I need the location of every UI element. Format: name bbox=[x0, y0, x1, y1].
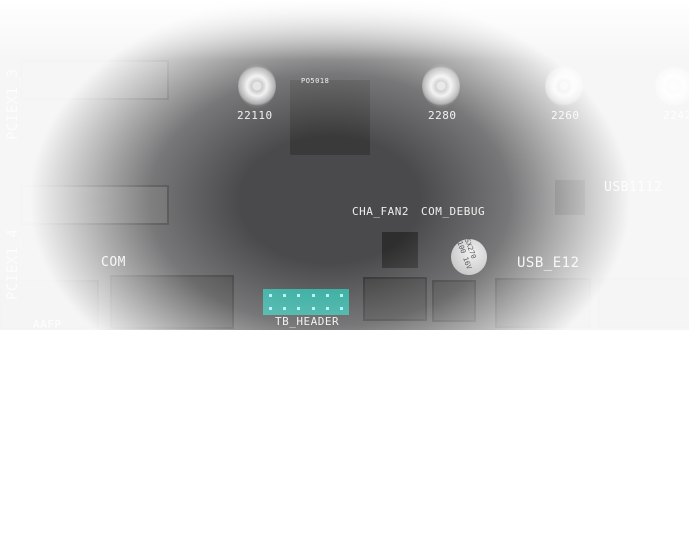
pcie-slot-3 bbox=[20, 60, 169, 100]
chip bbox=[290, 80, 370, 155]
m2-standoff-2242 bbox=[655, 64, 689, 108]
cha-fan2-label: CHA_FAN2 bbox=[352, 205, 409, 218]
com-debug-header bbox=[432, 280, 476, 322]
m2-22110-label: 22110 bbox=[237, 109, 273, 122]
com-debug-label: COM_DEBUG bbox=[421, 205, 486, 218]
motherboard-image: SX270 100 16V PO5018 22110 2280 2260 224… bbox=[0, 0, 689, 330]
pciex1-3-label: PCIEX1_3 bbox=[5, 68, 21, 140]
m2-2242-label: 2242 bbox=[663, 109, 689, 122]
capacitor: SX270 100 16V bbox=[445, 233, 493, 281]
m2-standoff-22110 bbox=[238, 64, 276, 108]
usb1112-header bbox=[598, 278, 689, 328]
cha-fan2-header bbox=[363, 277, 427, 321]
m2-2280-label: 2280 bbox=[428, 109, 457, 122]
m2-standoff-2260 bbox=[545, 64, 583, 108]
tb-header-label: TB_HEADER bbox=[275, 315, 340, 328]
com-label: COM bbox=[101, 255, 126, 270]
usb1112-label: USB1112 bbox=[604, 180, 663, 195]
part-label: PO5018 bbox=[301, 77, 330, 85]
tb-header-connector bbox=[263, 289, 349, 315]
pcie-slot-4 bbox=[20, 185, 169, 225]
usb-e12-header bbox=[495, 278, 591, 328]
usb-e12-label: USB_E12 bbox=[517, 255, 580, 271]
chip bbox=[555, 180, 585, 215]
capacitor-text: SX270 100 16V bbox=[455, 237, 478, 271]
pciex1-4-label: PCIEX1_4 bbox=[5, 228, 21, 300]
com-header bbox=[110, 275, 234, 329]
m2-standoff-2280 bbox=[422, 64, 460, 108]
aafp-label: AAFP bbox=[33, 318, 62, 330]
m2-2260-label: 2260 bbox=[551, 109, 580, 122]
chip bbox=[382, 232, 418, 268]
